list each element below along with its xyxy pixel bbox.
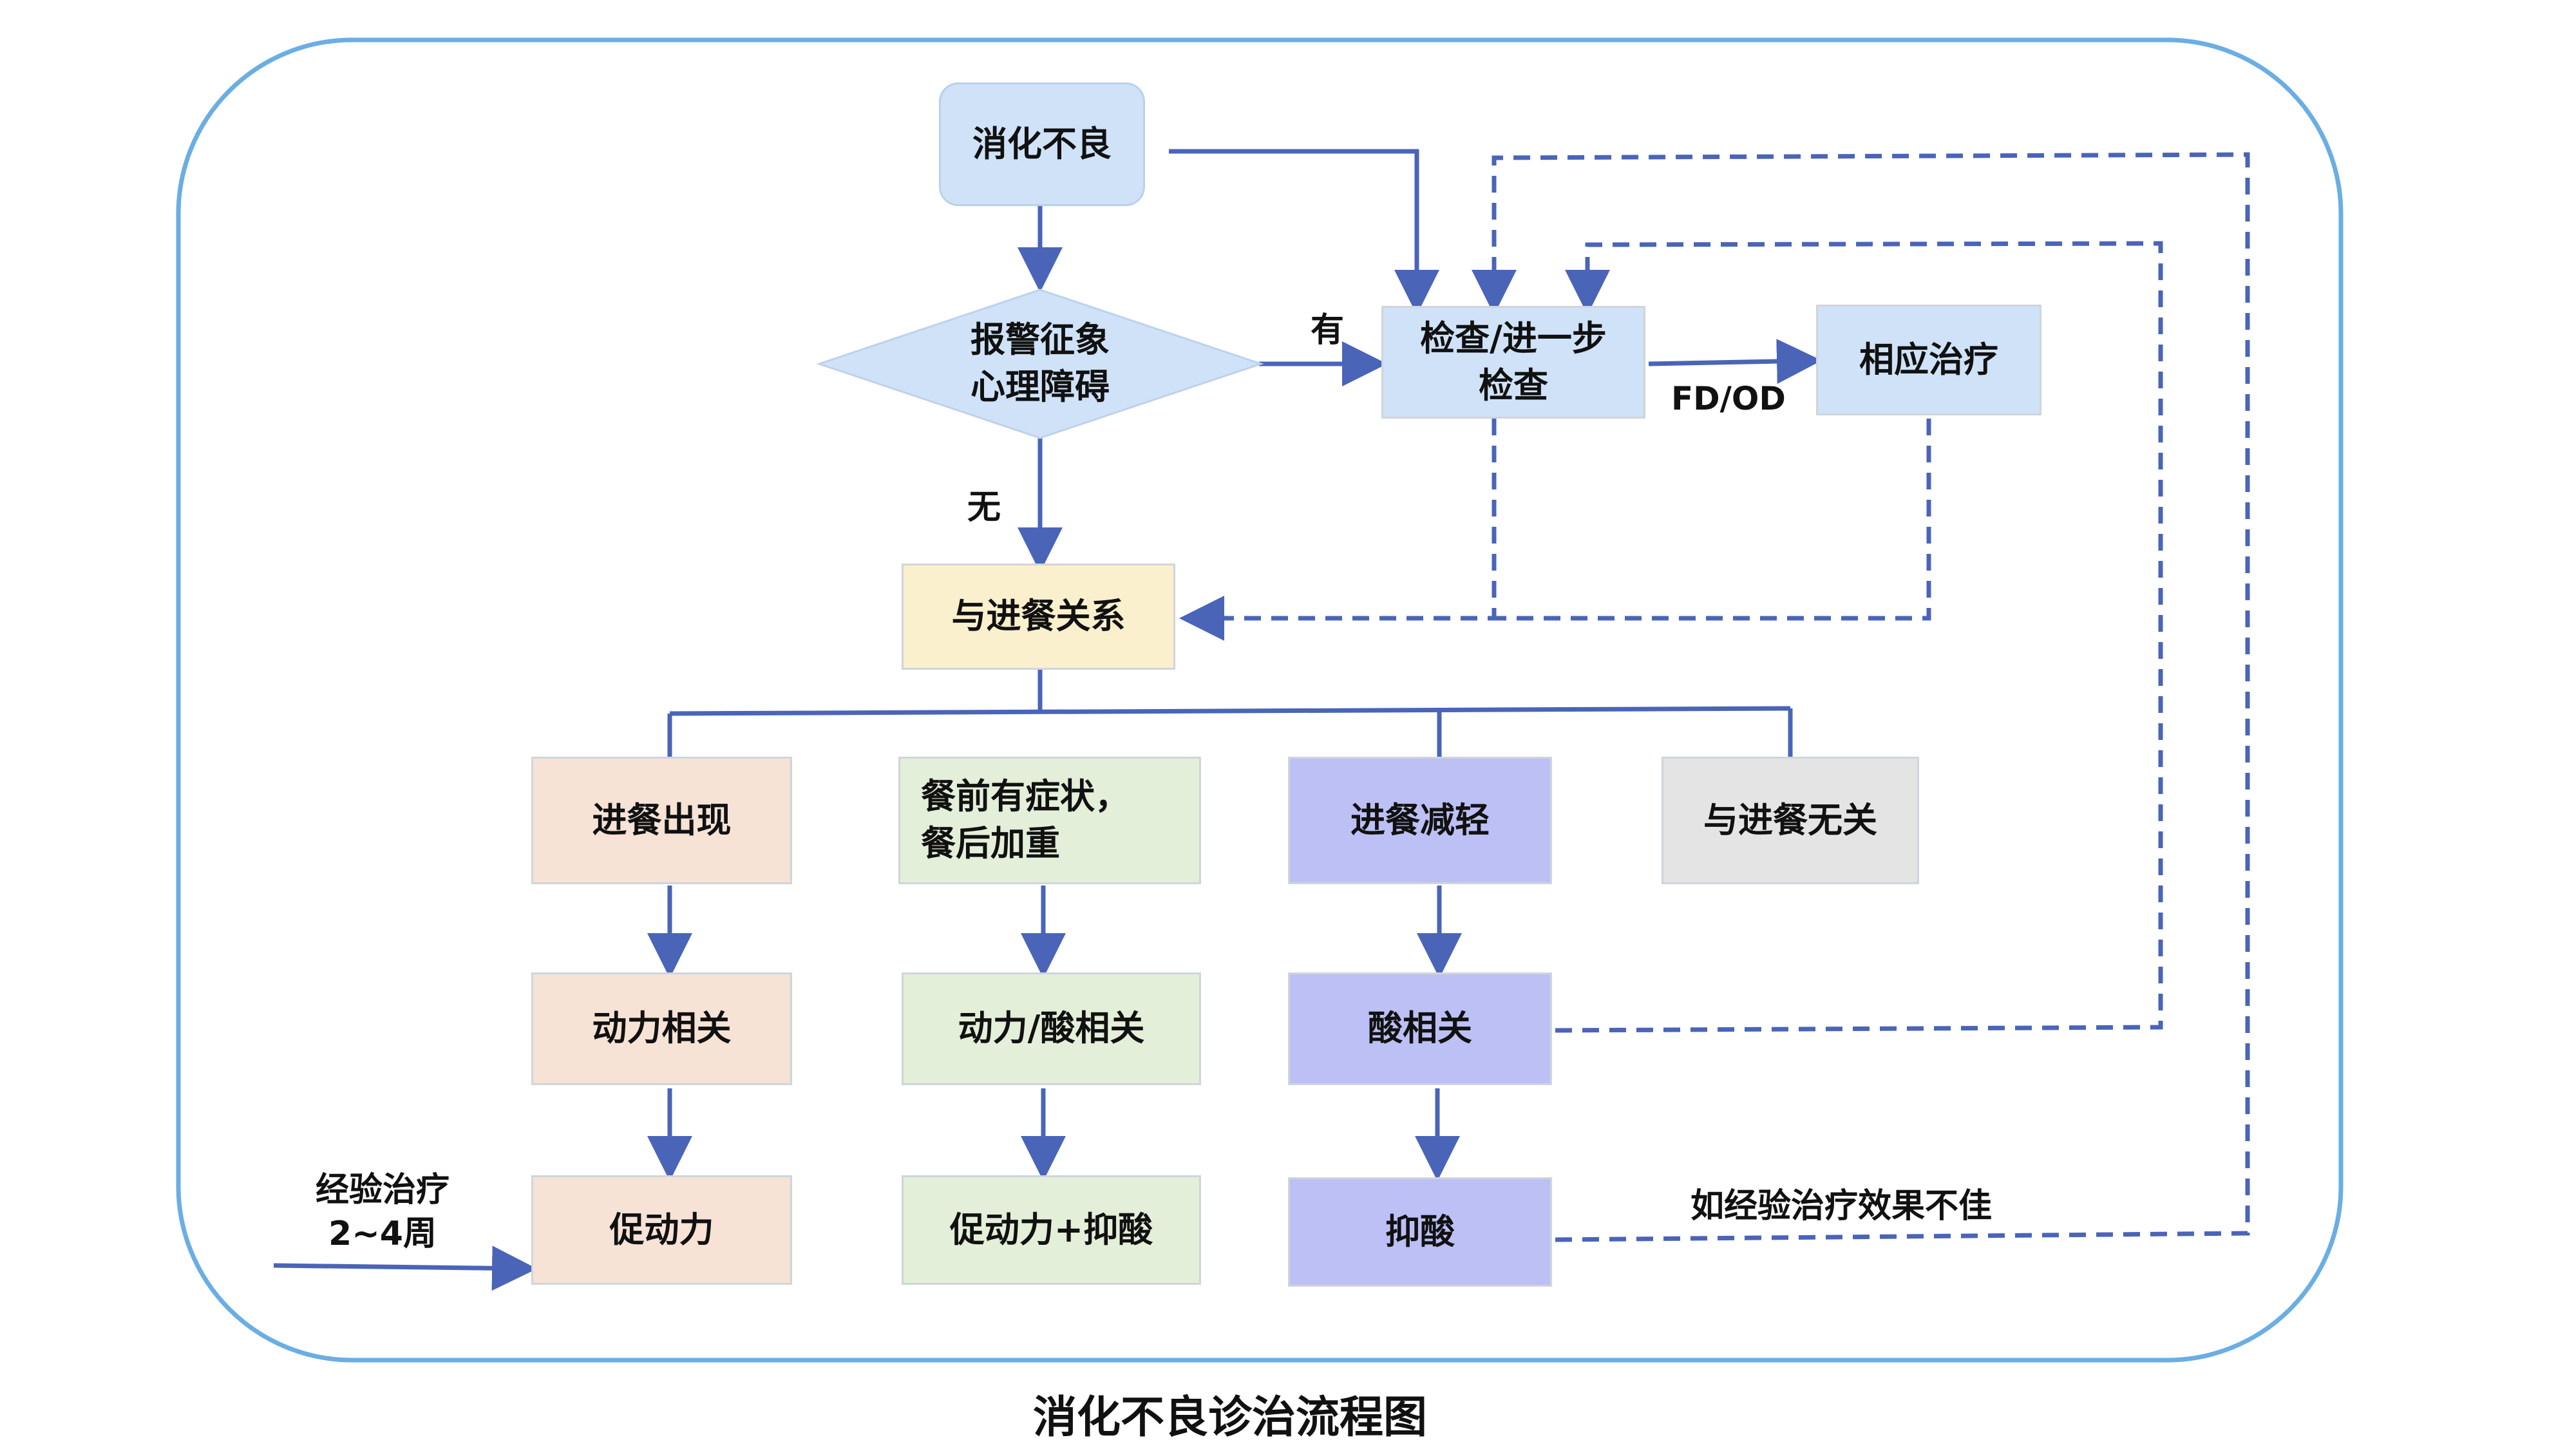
edge-exam-to-treat: [1648, 339, 1822, 384]
node-dyspepsia: 消化不良: [939, 82, 1145, 206]
node-cat-meal-onset-label: 进餐出现: [592, 799, 732, 840]
alarm-diamond: [816, 289, 1264, 439]
edge-dyspepsia-to-exam: [1169, 149, 1439, 315]
node-cat-unrelated-label: 与进餐无关: [1703, 799, 1877, 840]
node-cat-premeal-label: 餐前有症状， 餐后加重: [921, 776, 1130, 864]
node-alarm: 报警征象 心理障碍: [889, 303, 1191, 425]
edge-rel3-to-exam-dashed: [1555, 241, 2163, 1033]
node-rel-acid: 酸相关: [1288, 972, 1552, 1085]
node-rel-motility: 动力相关: [531, 972, 792, 1085]
edge-label-no: 无: [967, 488, 1001, 527]
node-tx-prokinetic-acid: 促动力+抑酸: [902, 1175, 1201, 1285]
node-rel-motility-label: 动力相关: [592, 1008, 732, 1049]
edge-tx3-to-exam-dashed: [1472, 152, 2250, 1242]
node-exam: 检查/进一步 检查: [1381, 306, 1645, 419]
node-tx-prokinetic: 促动力: [531, 1175, 792, 1285]
node-dyspepsia-label: 消化不良: [972, 123, 1112, 164]
node-tx-acid-suppression: 抑酸: [1288, 1177, 1552, 1287]
edge-bus: [669, 706, 1791, 716]
node-meal-relation-label: 与进餐关系: [951, 596, 1126, 637]
edge-label-poor-effect: 如经验治疗效果不佳: [1690, 1187, 1993, 1226]
edge-label-empirical: 经验治疗 2~4周: [316, 1171, 450, 1253]
node-tx-acid-suppression-label: 抑酸: [1385, 1211, 1455, 1252]
node-alarm-label: 报警征象 心理障碍: [971, 319, 1110, 407]
node-tx-prokinetic-acid-label: 促动力+抑酸: [949, 1209, 1153, 1250]
node-tx-prokinetic-label: 促动力: [609, 1209, 714, 1250]
node-meal-relation: 与进餐关系: [902, 564, 1175, 670]
edge-treat-to-meal-dashed: [1494, 419, 1931, 621]
node-rel-motility-acid-label: 动力/酸相关: [958, 1008, 1145, 1049]
node-rel-motility-acid: 动力/酸相关: [902, 972, 1201, 1085]
edge-exam-to-meal-dashed: [1179, 419, 1497, 641]
node-exam-label: 检查/进一步 检查: [1420, 317, 1607, 406]
node-cat-meal-onset: 进餐出现: [531, 757, 792, 884]
edge-label-yes: 有: [1311, 311, 1345, 350]
diagram-title: 消化不良诊治流程图: [1032, 1392, 1427, 1443]
node-cat-meal-relief-label: 进餐减轻: [1350, 799, 1490, 840]
edge-empirical-to-tx1: [273, 1245, 537, 1291]
node-treat: 相应治疗: [1816, 305, 2041, 415]
node-cat-premeal: 餐前有症状， 餐后加重: [898, 757, 1201, 884]
edge-label-fd-od: FD/OD: [1671, 380, 1786, 417]
node-rel-acid-label: 酸相关: [1368, 1008, 1472, 1049]
node-cat-unrelated: 与进餐无关: [1662, 757, 1919, 884]
node-cat-meal-relief: 进餐减轻: [1288, 757, 1552, 884]
outer-frame: [176, 37, 2344, 1363]
node-treat-label: 相应治疗: [1859, 339, 1998, 380]
